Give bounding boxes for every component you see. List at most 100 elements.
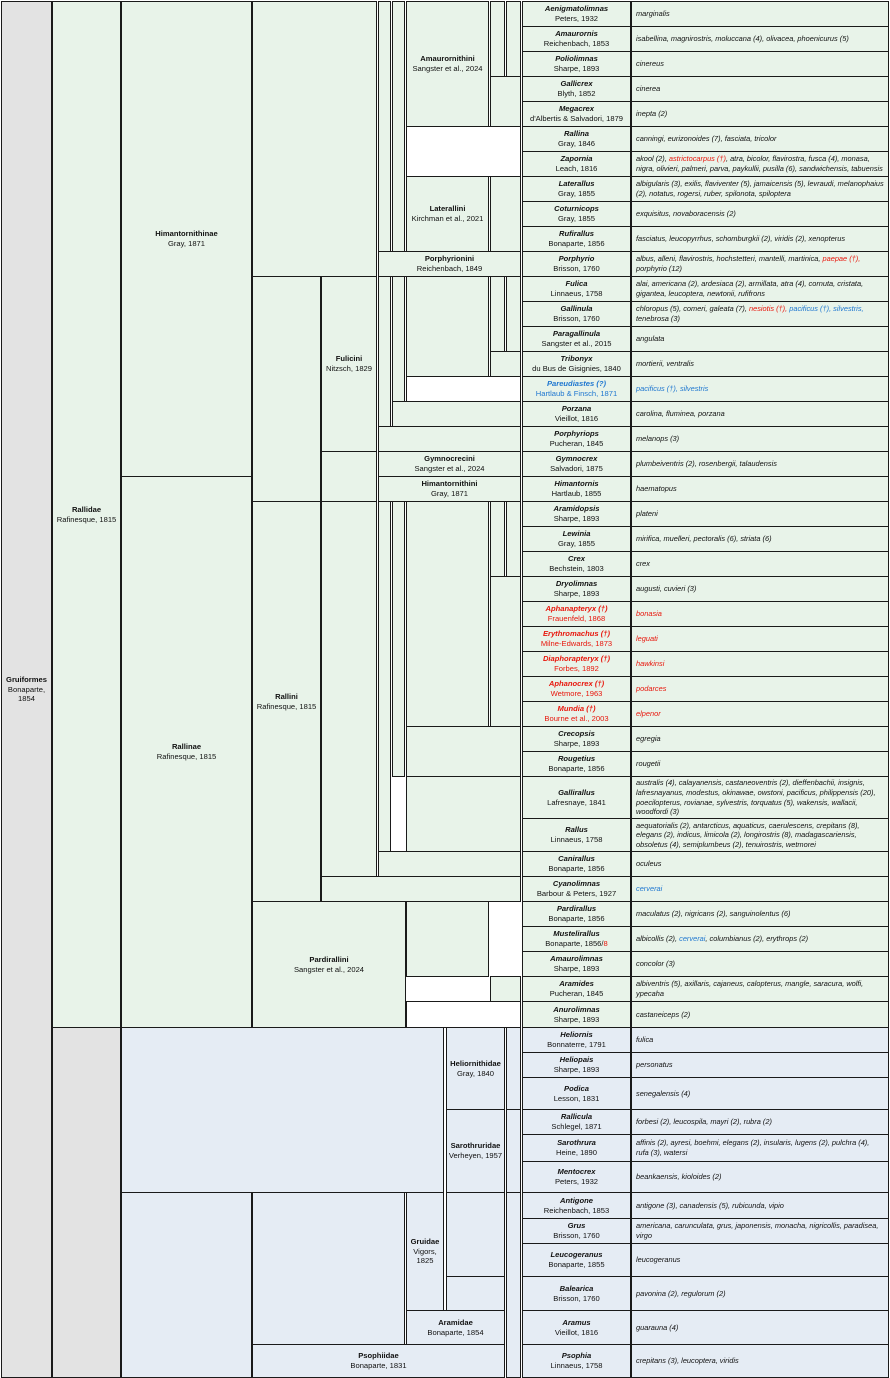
taxon-name: Crex (568, 554, 585, 564)
species-list: exquisitus, novaboracensis (2) (631, 201, 889, 227)
taxon-name: Himantornithini (421, 479, 478, 489)
tree-branch (378, 851, 521, 877)
tree-branch (506, 1027, 521, 1110)
species-list: forbesi (2), leucospila, mayri (2), rubr… (631, 1109, 889, 1135)
tree-branch (252, 1, 377, 277)
species-list: elpenor (631, 701, 889, 727)
taxon-name: Mentocrex (557, 1167, 596, 1177)
taxon-author: Sangster et al., 2024 (293, 964, 365, 974)
taxon-name: Mustelirallus (553, 929, 600, 939)
taxon-name: Coturnicops (554, 204, 599, 214)
tree-branch (446, 1192, 505, 1277)
taxon-name: Crecopsis (558, 729, 595, 739)
taxon-author: Sharpe, 1893 (553, 514, 600, 523)
taxon-name: Aramidae (438, 1317, 473, 1327)
tree-branch (121, 1027, 444, 1193)
taxon-author: Sharpe, 1893 (553, 964, 600, 973)
taxon-author: Hartlaub & Finsch, 1871 (535, 389, 618, 398)
tree-branch (252, 1192, 405, 1345)
taxon-author: Sangster et al., 2024 (412, 64, 483, 73)
tree-branch (392, 501, 405, 777)
taxon-name: Laterallus (558, 179, 595, 189)
taxon-name: Rallidae (71, 504, 102, 514)
species-list: akool (2), astrictocarpus (†), atra, bic… (631, 151, 889, 177)
taxon-name: Mundia (†) (557, 704, 596, 714)
species-list: antigone (3), canadensis (5), rubicunda,… (631, 1192, 889, 1219)
taxon-name: Aramides (559, 979, 594, 989)
species-list: albicollis (2), cerverai, columbianus (2… (631, 926, 889, 952)
tree-branch (506, 1, 521, 77)
taxon-name: Leucogeranus (550, 1250, 603, 1260)
taxon-name: Amaurolimnas (550, 954, 603, 964)
taxon-name: Himantornis (554, 479, 599, 489)
taxon-author: Gray, 1846 (557, 139, 595, 148)
taxon-author: Verheyen, 1957 (448, 1151, 503, 1160)
species-list: pavonina (2), regulorum (2) (631, 1276, 889, 1311)
taxon-name: Rallus (565, 825, 588, 835)
tree-branch (378, 1, 391, 252)
taxon-name: Porphyrionini (424, 254, 475, 264)
taxon-name: Amaurornithini (420, 54, 475, 64)
taxon-name: Gruidae (410, 1236, 440, 1246)
taxon-author: Sharpe, 1893 (553, 1014, 600, 1024)
taxon-name: Porphyriops (554, 429, 599, 439)
tree-branch (406, 126, 521, 177)
taxon-author: Bonaparte, 1856 (548, 864, 605, 873)
taxon-name: Fulica (565, 279, 588, 289)
tree-branch (490, 576, 521, 727)
taxon-author: Pucheran, 1845 (549, 439, 604, 448)
taxon-name: Psophia (561, 1351, 592, 1361)
tree-branch (506, 501, 521, 577)
taxon-author: Lafresnaye, 1841 (547, 797, 606, 807)
taxon-author: Linnaeus, 1758 (550, 289, 603, 298)
taxon-author: Peters, 1932 (554, 1177, 599, 1186)
taxon-author: Lesson, 1831 (553, 1093, 600, 1103)
tree-branch (121, 1192, 252, 1378)
tree-branch (321, 501, 377, 877)
taxon-name: Heliopais (559, 1055, 594, 1065)
species-list: fasciatus, leucopyrrhus, schomburgkii (2… (631, 226, 889, 252)
tree-branch (378, 501, 391, 852)
taxon-name: Grus (567, 1221, 586, 1231)
taxon-author: Gray, 1871 (167, 239, 205, 248)
taxon-author: Barbour & Peters, 1927 (536, 889, 617, 898)
species-list: crex (631, 551, 889, 577)
taxon-author: Vieillot, 1816 (554, 414, 599, 423)
taxon-author: Milne-Edwards, 1873 (540, 639, 613, 648)
taxon-name: Canirallus (558, 854, 595, 864)
taxon-name: Zapornia (560, 154, 593, 164)
taxon-author: Linnaeus, 1758 (550, 1361, 603, 1370)
taxon-author: Gray, 1855 (557, 214, 595, 223)
taxon-author: Bonaparte, 1854 (427, 1327, 484, 1337)
species-list: beankaensis, kioloides (2) (631, 1161, 889, 1193)
taxon-name: Rallinae (171, 742, 202, 752)
species-list: plateni (631, 501, 889, 527)
taxon-name: Aphanapteryx (†) (545, 604, 608, 614)
